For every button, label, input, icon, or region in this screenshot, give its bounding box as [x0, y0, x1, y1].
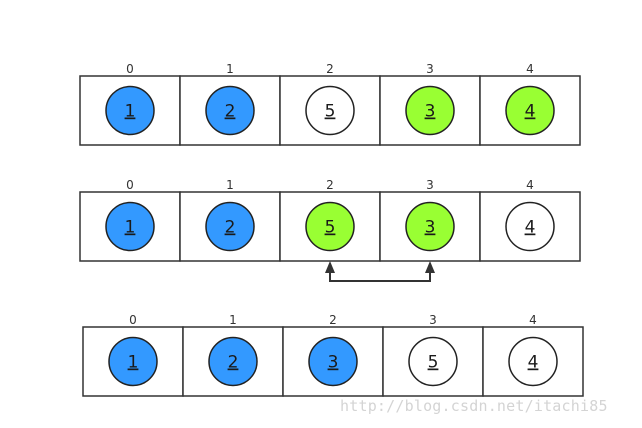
value-circle-unsorted	[505, 201, 555, 252]
swap-arrow-line	[329, 271, 431, 282]
value-circle-active	[305, 201, 355, 252]
array-cell: 44	[482, 313, 584, 397]
value-label: 2	[225, 218, 236, 238]
value-circle-sorted	[105, 201, 155, 252]
index-label: 4	[529, 313, 537, 327]
value-circle-sorted	[208, 336, 258, 387]
value-label: 2	[228, 353, 239, 373]
value-label: 3	[425, 102, 436, 122]
value-label: 4	[528, 353, 539, 373]
array-cell: 23	[282, 313, 384, 397]
index-label: 3	[429, 313, 437, 327]
value-circle-sorted	[205, 85, 255, 136]
index-label: 4	[526, 62, 534, 76]
array-cell: 33	[379, 62, 481, 146]
array-cell: 25	[279, 178, 381, 262]
array-cell: 12	[179, 62, 281, 146]
value-label: 4	[525, 102, 536, 122]
arrows-layer	[325, 261, 435, 282]
value-circle-unsorted	[408, 336, 458, 387]
array-cell: 01	[79, 62, 181, 146]
index-label: 2	[329, 313, 337, 327]
index-label: 4	[526, 178, 534, 192]
array-cell: 12	[179, 178, 281, 262]
arrow-head	[325, 261, 335, 273]
array-cell: 35	[382, 313, 484, 397]
index-label: 0	[126, 62, 134, 76]
value-circle-active	[505, 85, 555, 136]
value-label: 3	[425, 218, 436, 238]
value-circle-sorted	[308, 336, 358, 387]
value-label: 3	[328, 353, 339, 373]
value-circle-sorted	[105, 85, 155, 136]
index-label: 3	[426, 178, 434, 192]
value-label: 1	[128, 353, 139, 373]
value-circle-sorted	[108, 336, 158, 387]
swap-arrow	[325, 261, 435, 282]
array-cell: 01	[82, 313, 184, 397]
arrow-head	[425, 261, 435, 273]
index-label: 1	[226, 62, 234, 76]
value-label: 4	[525, 218, 536, 238]
index-label: 0	[126, 178, 134, 192]
watermark-text: http://blog.csdn.net/itachi85	[340, 397, 608, 415]
array-cell: 01	[79, 178, 181, 262]
array-cell: 33	[379, 178, 481, 262]
value-label: 5	[325, 102, 336, 122]
array-cell: 44	[479, 62, 581, 146]
value-label: 5	[325, 218, 336, 238]
value-label: 1	[125, 218, 136, 238]
value-circle-unsorted	[305, 85, 355, 136]
value-circle-active	[405, 201, 455, 252]
index-label: 2	[326, 178, 334, 192]
array-cell: 44	[479, 178, 581, 262]
value-circle-unsorted	[508, 336, 558, 387]
index-label: 1	[229, 313, 237, 327]
index-label: 2	[326, 62, 334, 76]
array-cell: 25	[279, 62, 381, 146]
value-circle-active	[405, 85, 455, 136]
value-label: 2	[225, 102, 236, 122]
value-label: 1	[125, 102, 136, 122]
value-circle-sorted	[205, 201, 255, 252]
index-label: 0	[129, 313, 137, 327]
value-label: 5	[428, 353, 439, 373]
array-cell: 12	[182, 313, 284, 397]
index-label: 3	[426, 62, 434, 76]
index-label: 1	[226, 178, 234, 192]
